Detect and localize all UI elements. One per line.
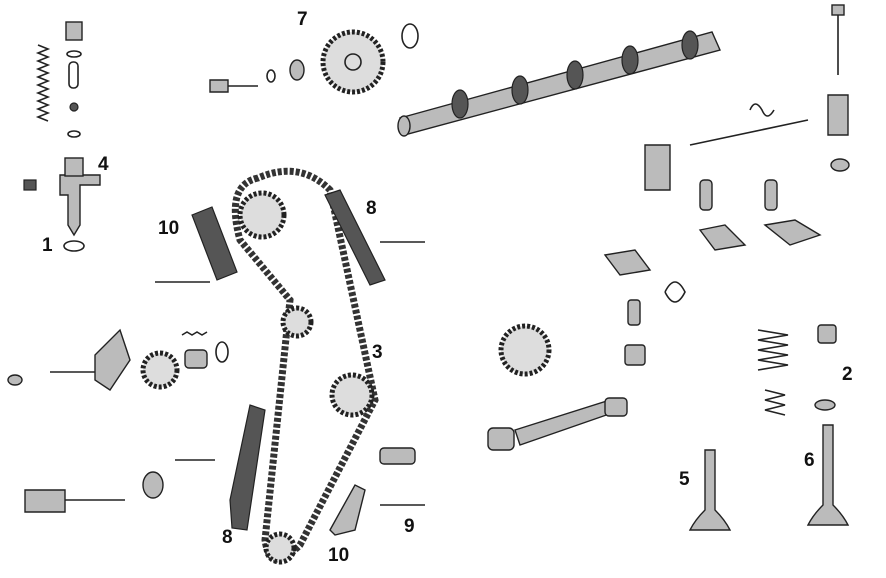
callout-3: 3	[372, 342, 383, 363]
callout-4: 4	[98, 154, 109, 175]
camshaft	[397, 30, 721, 137]
chain-guides	[155, 189, 425, 536]
callout-9: 9	[404, 516, 415, 537]
valve-train	[603, 4, 850, 531]
camshaft-sprocket	[209, 23, 419, 95]
callout-10-lower: 10	[328, 545, 350, 566]
callout-8-upper: 8	[366, 198, 377, 219]
tensioner-assembly	[23, 21, 101, 252]
callout-10-upper: 10	[158, 218, 180, 239]
callout-2: 2	[842, 364, 853, 385]
callout-7: 7	[297, 9, 308, 30]
callout-1: 1	[42, 235, 53, 256]
callout-5: 5	[679, 469, 690, 490]
distributor-drive	[379, 323, 628, 465]
callout-6: 6	[804, 450, 815, 471]
idler-assembly	[7, 328, 229, 513]
timing-chain	[231, 167, 379, 565]
callout-8-lower: 8	[222, 527, 233, 548]
